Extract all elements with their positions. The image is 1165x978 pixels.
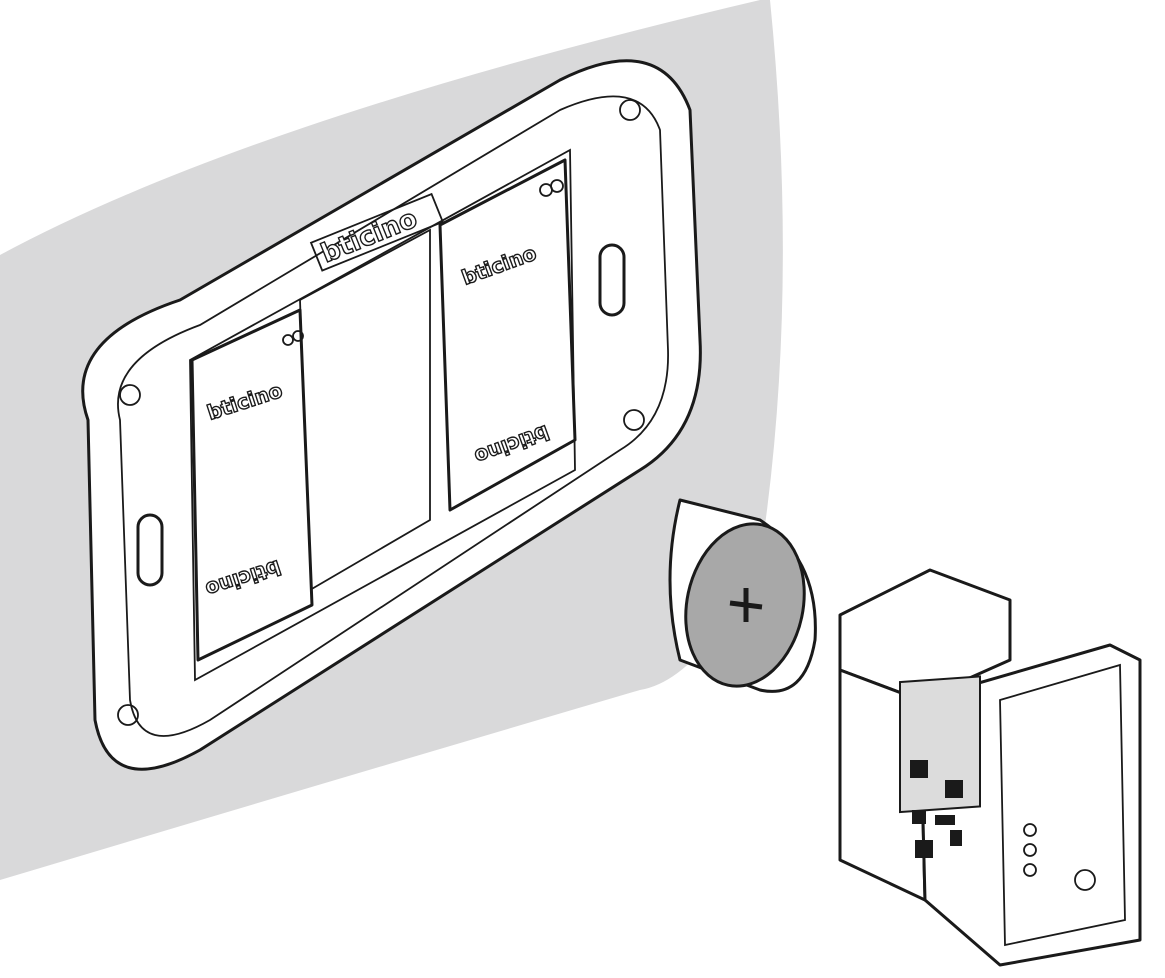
qr-label bbox=[899, 675, 981, 814]
battery-holder bbox=[668, 498, 817, 693]
connected-module bbox=[838, 568, 1142, 967]
right-cover: bticino bticino bbox=[438, 158, 577, 512]
left-cover: bticino bticino bbox=[190, 308, 314, 662]
plus-icon bbox=[729, 588, 763, 622]
